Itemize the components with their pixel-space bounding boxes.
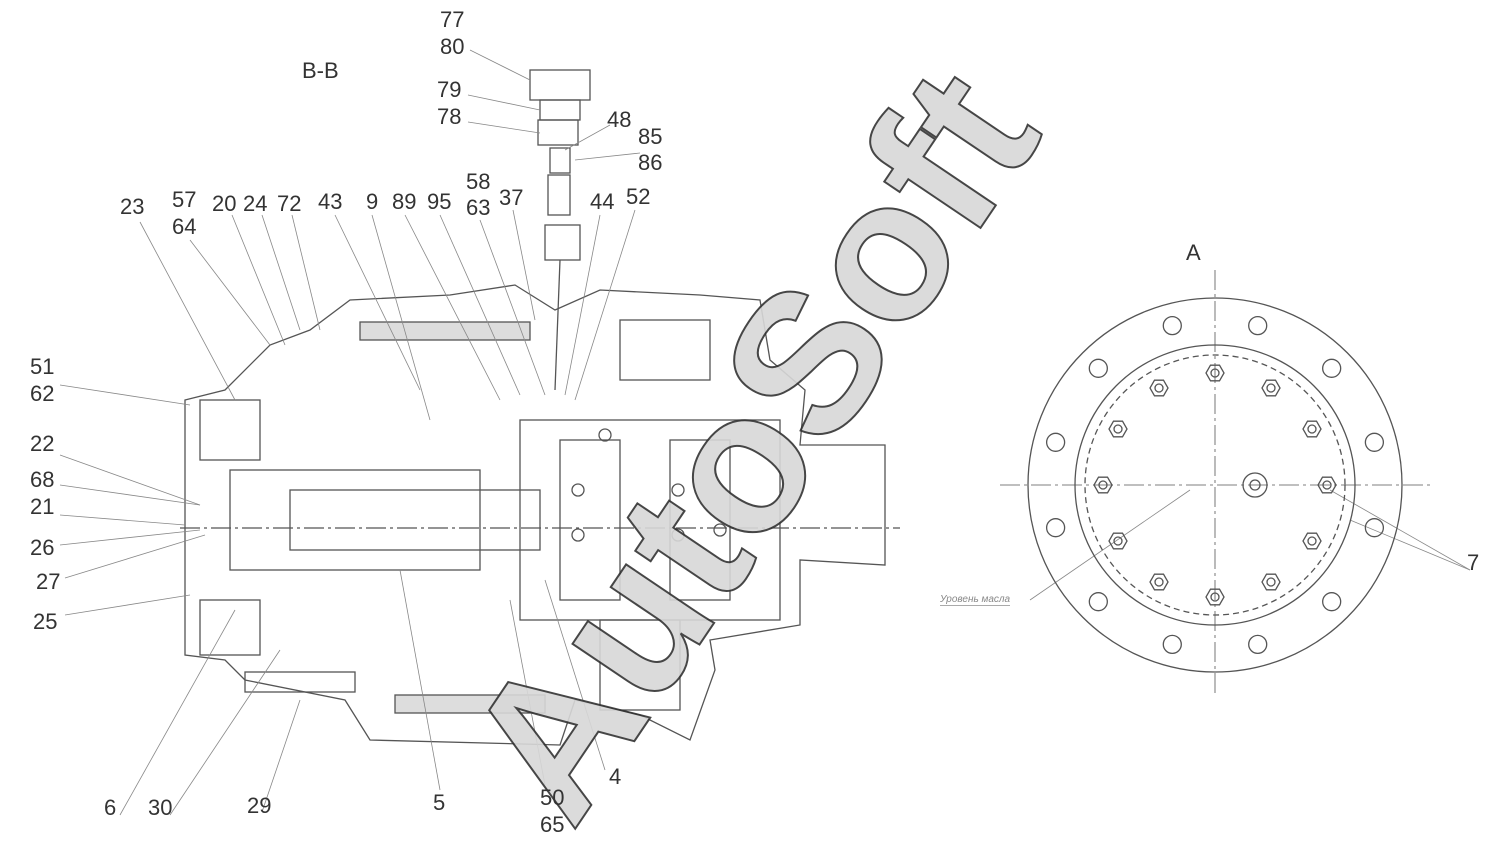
callout: 95: [427, 189, 452, 214]
flange-bolt-hole: [1162, 634, 1182, 655]
callout: 89: [392, 189, 417, 214]
section-title: B-B: [302, 58, 339, 83]
hex-bolt: [1205, 364, 1225, 382]
flange-bolt-hole: [1248, 315, 1268, 336]
hex-bolt-center: [1098, 480, 1108, 490]
hex-bolt: [1205, 588, 1225, 606]
hex-bolt: [1317, 476, 1337, 494]
callout: 9: [366, 189, 379, 214]
callout: 30: [148, 795, 173, 820]
flange-bolt-hole: [1045, 518, 1066, 538]
callout: 80: [440, 34, 465, 59]
callout: 62: [30, 381, 55, 406]
hex-bolt-center: [1210, 592, 1220, 602]
flange-bolt-hole: [1088, 358, 1108, 378]
callout: 63: [466, 195, 491, 220]
callout: 37: [499, 185, 524, 210]
hex-bolt-center: [1113, 424, 1123, 434]
callout: 7: [1467, 550, 1480, 575]
section-view-b-b: [180, 69, 900, 746]
hex-bolt: [1093, 476, 1113, 494]
hex-bolt: [1302, 420, 1322, 438]
callout: 52: [626, 184, 651, 209]
oil-level-note: Уровень масла: [940, 594, 1011, 606]
callout: 23: [120, 194, 145, 219]
callout: 6: [104, 795, 117, 820]
callout: 27: [36, 569, 61, 594]
hex-bolt: [1302, 532, 1322, 550]
hex-bolt: [1261, 573, 1281, 591]
flange-bolt-hole: [1045, 432, 1066, 452]
callout: 44: [590, 189, 615, 214]
callout: 24: [243, 191, 268, 216]
hex-bolt: [1108, 532, 1128, 550]
callout: 20: [212, 191, 237, 216]
flange-bolt-hole: [1162, 315, 1182, 336]
callout: 25: [33, 609, 58, 634]
callout: 57: [172, 187, 197, 212]
callout: 22: [30, 431, 55, 456]
hex-bolt-center: [1113, 536, 1123, 546]
hex-bolt-center: [1307, 424, 1317, 434]
callout: 29: [247, 793, 272, 818]
callout: 51: [30, 354, 55, 379]
callout: 77: [440, 7, 465, 32]
callout: 58: [466, 169, 491, 194]
view-a: [1000, 270, 1430, 695]
callout: 79: [437, 77, 462, 102]
hex-bolt-center: [1322, 480, 1332, 490]
hex-bolt-center: [1154, 383, 1164, 393]
callout: 78: [437, 104, 462, 129]
hex-bolt: [1149, 379, 1169, 397]
hex-bolt-center: [1266, 383, 1276, 393]
callout: 5: [433, 790, 446, 815]
hex-bolt-center: [1307, 536, 1317, 546]
flange-bolt-hole: [1322, 592, 1342, 612]
callout: 64: [172, 214, 197, 239]
callout: 48: [607, 107, 632, 132]
callout: 72: [277, 191, 302, 216]
hex-bolt: [1149, 573, 1169, 591]
hex-bolt: [1108, 420, 1128, 438]
hex-bolt-center: [1210, 368, 1220, 378]
flange-bolt-hole: [1322, 358, 1342, 378]
callout: 50: [540, 785, 565, 810]
flange-bolt-hole: [1248, 634, 1268, 655]
hex-bolt: [1261, 379, 1281, 397]
callout: 68: [30, 467, 55, 492]
callout: 65: [540, 812, 565, 837]
hex-bolt-center: [1154, 577, 1164, 587]
callout: 26: [30, 535, 55, 560]
flange-bolt-hole: [1364, 432, 1385, 452]
view-title: A: [1186, 240, 1201, 265]
callout: 21: [30, 494, 55, 519]
flange-bolt-hole: [1088, 592, 1108, 612]
callout: 86: [638, 150, 663, 175]
callout: 43: [318, 189, 343, 214]
flange-bolt-hole: [1364, 518, 1385, 538]
callout: 85: [638, 124, 663, 149]
hex-bolt-center: [1266, 577, 1276, 587]
callout: 4: [609, 764, 622, 789]
